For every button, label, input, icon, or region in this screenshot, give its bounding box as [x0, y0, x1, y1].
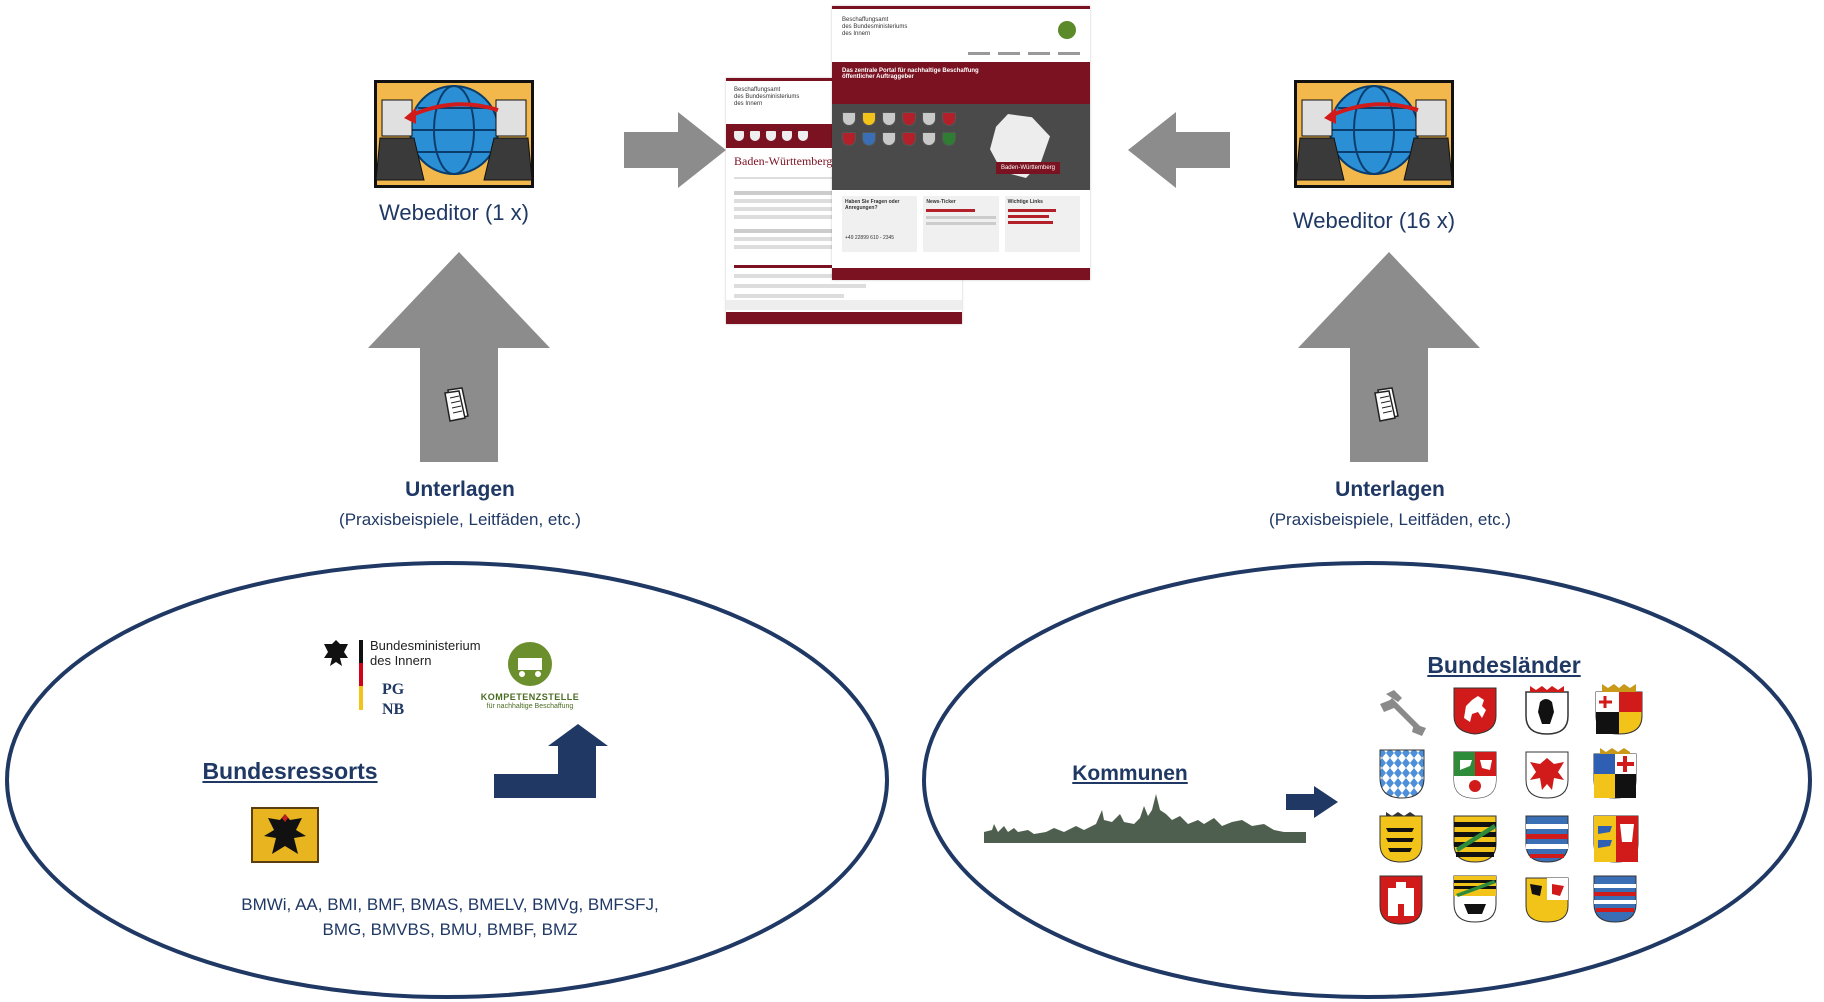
- document-icon: [1374, 387, 1399, 422]
- schleswig-holstein-crest-icon: [1593, 815, 1639, 863]
- sachsen-crest-icon: [1453, 815, 1497, 863]
- brandenburg-crest-icon: [1525, 751, 1569, 799]
- pg-nb-label: PG NB: [382, 680, 404, 720]
- portal-col2-title: News-Ticker: [926, 199, 956, 205]
- small-arrow-right-icon: [1286, 786, 1338, 818]
- nordrhein-westfalen-crest-icon: [1453, 751, 1497, 799]
- hamburg-crest-icon: [1379, 875, 1423, 925]
- ministries-line2: BMG, BMVBS, BMU, BMBF, BMZ: [322, 920, 578, 939]
- ministries-line1: BMWi, AA, BMI, BMF, BMAS, BMELV, BMVg, B…: [241, 895, 659, 914]
- kompetenz-line2: für nachhaltige Beschaffung: [486, 703, 574, 710]
- arrow-left-to-portal: [1128, 112, 1230, 188]
- portal-back-title: Baden-Württemberg: [734, 154, 833, 168]
- portal-phone: +49 22899 610 - 2345: [845, 235, 895, 241]
- bund-ellipse: [5, 561, 889, 999]
- webeditor-icon-right: [1294, 80, 1454, 188]
- webeditor-right-label: Webeditor (16 x): [1292, 208, 1456, 233]
- kompetenzstelle-logo-icon: [508, 642, 552, 686]
- sachsen-anhalt-crest-icon: [1453, 875, 1497, 923]
- rheinland-pfalz-crest-icon: [1595, 684, 1643, 735]
- webeditor-left-label: Webeditor (1 x): [379, 200, 529, 225]
- portal-region-button: Baden-Württemberg: [995, 162, 1060, 174]
- kompetenz-line1: KOMPETENZSTELLE: [480, 692, 580, 702]
- laender-ellipse: [922, 561, 1812, 999]
- pg-line1: PG: [382, 681, 405, 698]
- laender-heading: Bundesländer: [1427, 652, 1581, 678]
- mecklenburg-vorpommern-crest-icon: [1525, 877, 1569, 923]
- pg-line2: NB: [382, 701, 405, 718]
- right-docs-title: Unterlagen: [1335, 478, 1445, 501]
- bremen-crest-icon: [1380, 690, 1426, 736]
- thueringen-crest-icon: [1593, 875, 1637, 923]
- bmi-logo-line2: des Innern: [370, 653, 432, 668]
- document-icon: [444, 387, 469, 422]
- left-docs-subtitle: (Praxisbeispiele, Leitfäden, etc.): [339, 510, 581, 529]
- baden-wuerttemberg-crest-icon: [1379, 812, 1423, 863]
- bayern-crest-icon: [1379, 749, 1425, 799]
- niedersachsen-crest-icon: [1453, 687, 1497, 735]
- berlin-crest-icon: [1525, 686, 1569, 735]
- bmi-logo-text: Bundesministerium des Innern: [370, 638, 481, 668]
- town-skyline-icon: [984, 794, 1306, 843]
- portal-hero-line1: Das zentrale Portal für nachhaltige Besc…: [842, 68, 979, 74]
- portal-col3-title: Wichtige Links: [1007, 199, 1043, 205]
- bund-heading: Bundesressorts: [202, 758, 378, 784]
- hessen-crest-icon: [1525, 815, 1569, 863]
- kommunen-label: Kommunen: [1072, 762, 1188, 785]
- saarland-crest-icon: [1593, 748, 1637, 799]
- portal-hero-line2: öffentlicher Auftraggeber: [842, 74, 914, 80]
- bent-arrow-icon: [494, 724, 608, 798]
- left-docs-title: Unterlagen: [405, 478, 515, 501]
- arrow-up-left: [368, 252, 550, 462]
- webeditor-icon-left: [374, 80, 534, 188]
- portal-col1-title: Haben Sie Fragen oder Anregungen?: [845, 199, 900, 211]
- bmi-logo-line1: Bundesministerium: [370, 638, 481, 653]
- arrow-right-to-portal: [624, 112, 726, 188]
- bundeswappen-icon: [251, 807, 319, 863]
- right-docs-subtitle: (Praxisbeispiele, Leitfäden, etc.): [1269, 510, 1511, 529]
- eagle-icon: [324, 640, 348, 666]
- bmi-flag-bar: [359, 640, 363, 710]
- arrow-up-right: [1298, 252, 1480, 462]
